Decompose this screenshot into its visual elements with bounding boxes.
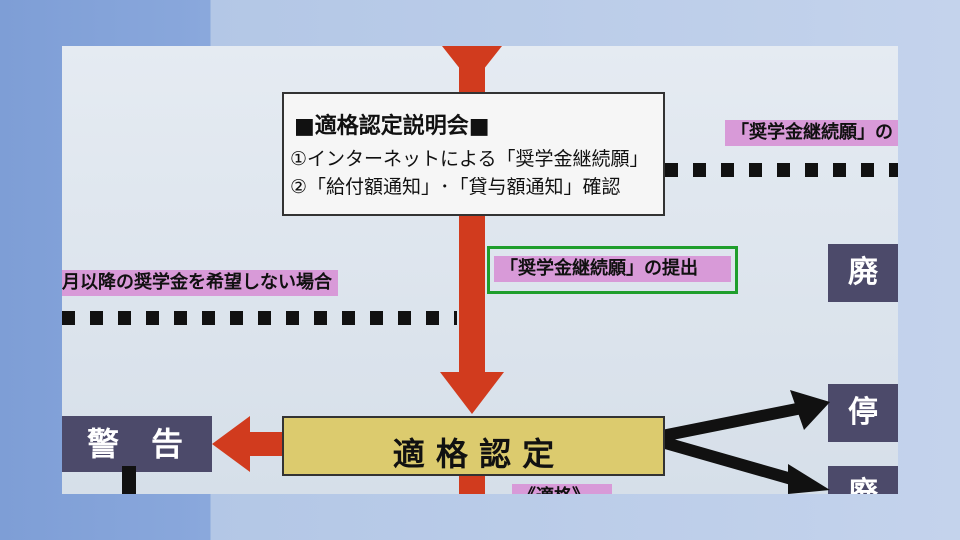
dotted-line-left xyxy=(62,311,457,325)
right-box-second: 停 xyxy=(828,384,898,442)
right-box-third: 廃 xyxy=(828,466,898,494)
top-arrow-head xyxy=(442,46,502,84)
dotted-line-right xyxy=(665,163,898,177)
submit-label: 「奨学金継続願」の提出 xyxy=(494,256,731,282)
warning-box: 警 告 xyxy=(62,416,212,472)
eligibility-box: 適 格 認 定 xyxy=(282,416,665,476)
session-line-1: ①インターネットによる「奨学金継続願」 xyxy=(290,148,649,170)
bottom-red-line xyxy=(459,474,485,494)
diagram-panel: ■適格認定説明会■ ①インターネットによる「奨学金継続願」 ②「給付額通知」･「… xyxy=(62,46,898,494)
right-box-first: 廃 xyxy=(828,244,898,302)
eligibility-label: 適 格 認 定 xyxy=(392,435,555,473)
session-info-box: ■適格認定説明会■ ①インターネットによる「奨学金継続願」 ②「給付額通知」･「… xyxy=(282,92,665,216)
no-scholarship-label: 月以降の奨学金を希望しない場合 xyxy=(62,270,338,296)
continuation-form-label-top: 「奨学金継続願」の xyxy=(725,120,898,146)
left-red-arrow xyxy=(212,416,284,472)
session-line-2: ②「給付額通知」･「貸与額通知」確認 xyxy=(290,176,621,198)
warning-stem xyxy=(122,466,136,494)
eligible-label-partial: 《適格》 xyxy=(512,484,612,494)
center-arrow-head xyxy=(440,372,504,414)
submit-label-frame xyxy=(487,246,738,294)
right-black-arrows xyxy=(662,390,830,494)
session-title: ■適格認定説明会■ xyxy=(294,114,490,139)
